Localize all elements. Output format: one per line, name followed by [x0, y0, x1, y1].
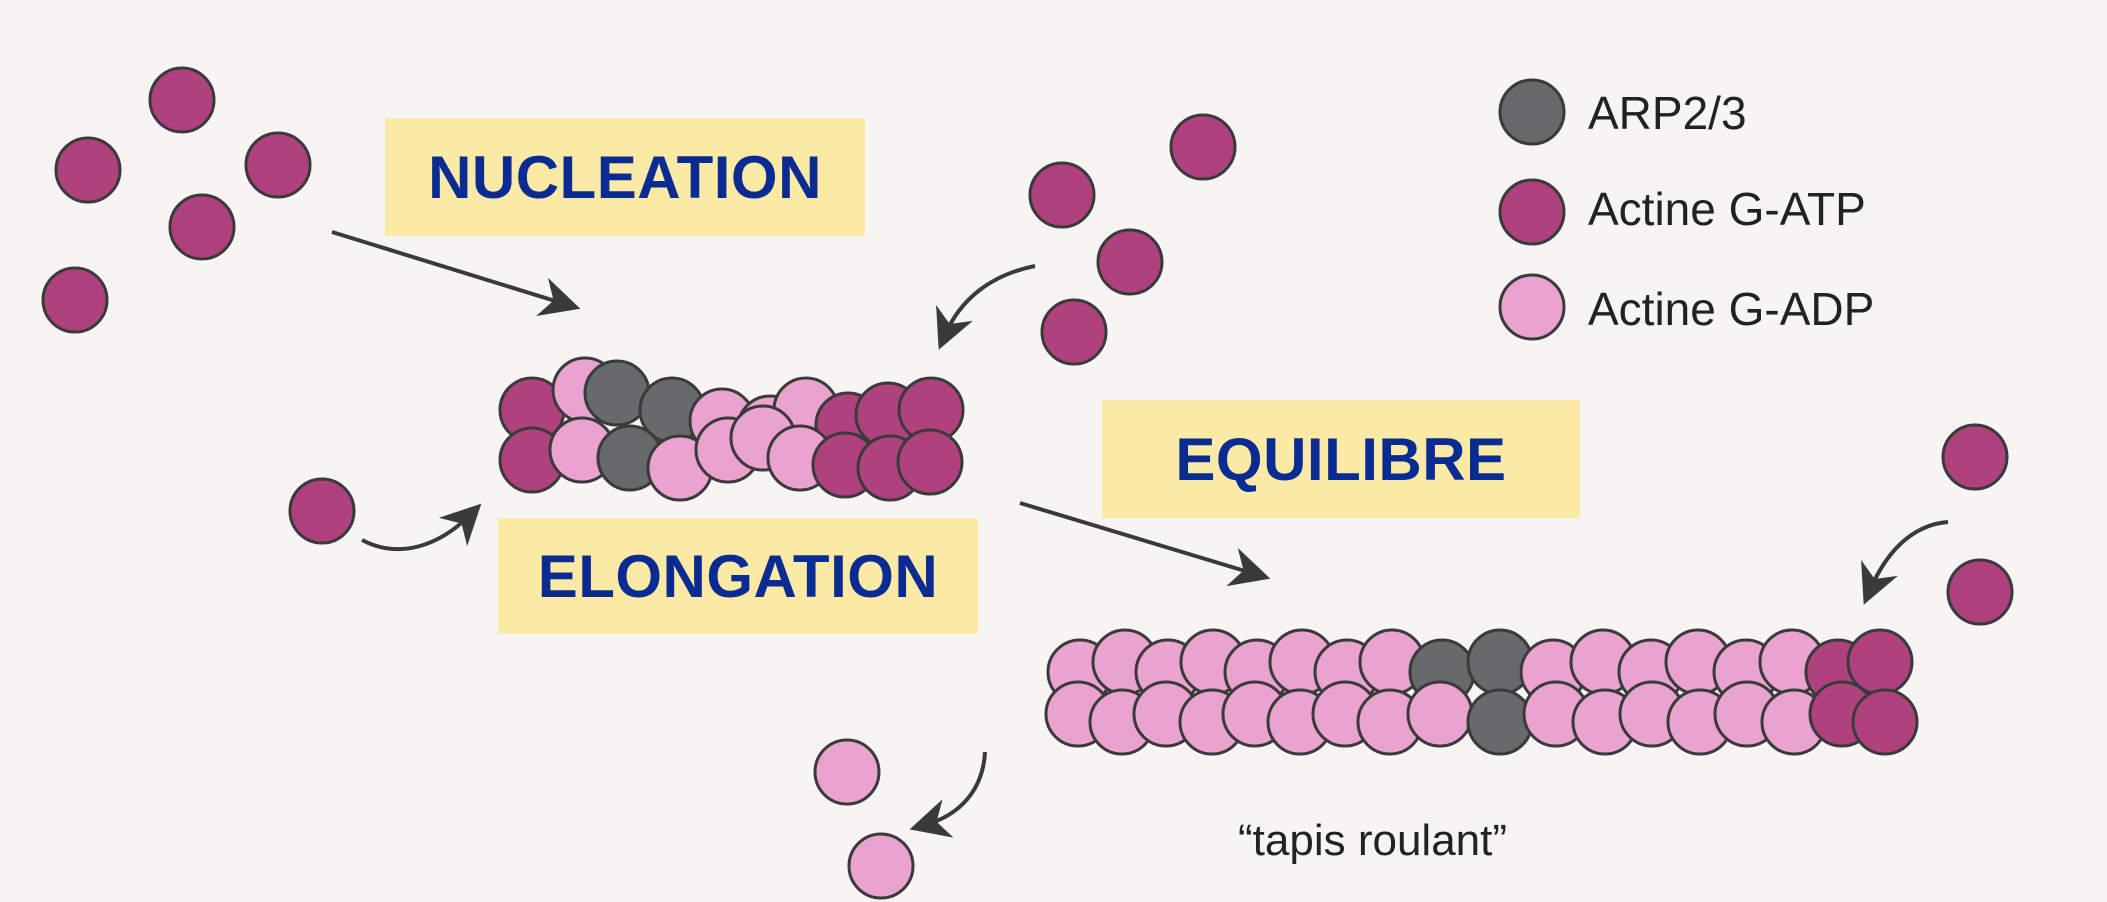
- free-actin-atp: [1030, 163, 1094, 227]
- filament-subunit: [1408, 682, 1472, 746]
- free-actin-atp: [56, 138, 120, 202]
- free-actin-atp: [1042, 300, 1106, 364]
- legend-label-arp: ARP2/3: [1588, 86, 1747, 140]
- free-actin-adp: [849, 834, 913, 898]
- filament-subunit: [898, 430, 962, 494]
- nucleation-label: NUCLEATION: [385, 118, 865, 236]
- free-actin-atp: [1948, 560, 2012, 624]
- minus-end-release-arrow: [925, 752, 985, 825]
- legend-swatch-atp: [1500, 180, 1564, 244]
- elongation-arrow: [362, 515, 470, 549]
- legend-swatch-arp: [1500, 80, 1564, 144]
- free-actin-atp: [150, 68, 214, 132]
- filament-subunit: [1468, 690, 1532, 754]
- treadmilling-caption: “tapis roulant”: [1238, 816, 1507, 866]
- legend-label-adp: Actine G-ADP: [1588, 282, 1874, 336]
- free-actin-adp: [815, 740, 879, 804]
- legend-label-atp: Actine G-ATP: [1588, 182, 1866, 236]
- atp-binding-arrow: [945, 266, 1035, 335]
- free-actin-atp: [170, 195, 234, 259]
- free-actin-atp: [43, 268, 107, 332]
- filament-subunit: [1853, 690, 1917, 754]
- plus-end-binding-arrow: [1870, 522, 1948, 590]
- free-actin-atp: [290, 479, 354, 543]
- free-actin-atp: [1171, 115, 1235, 179]
- free-actin-atp: [1098, 230, 1162, 294]
- elongation-label: ELONGATION: [498, 518, 978, 634]
- legend-swatch-adp: [1500, 275, 1564, 339]
- free-actin-atp: [1943, 425, 2007, 489]
- equilibre-label: EQUILIBRE: [1102, 400, 1580, 518]
- free-actin-atp: [246, 133, 310, 197]
- nucleation-arrow: [332, 232, 565, 304]
